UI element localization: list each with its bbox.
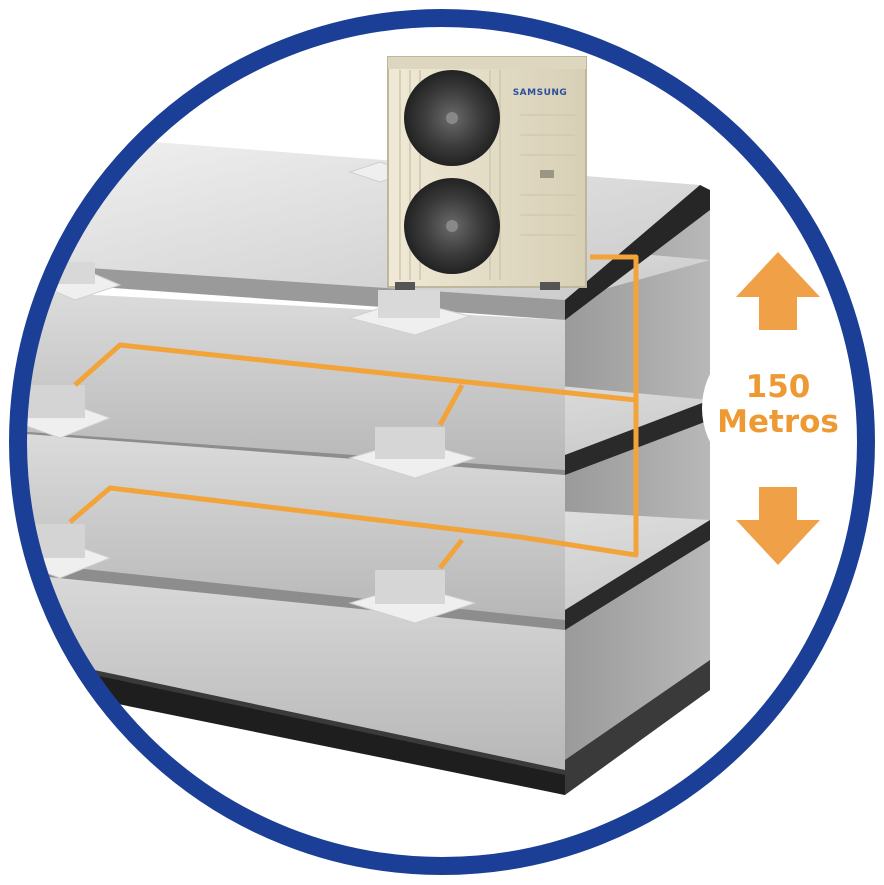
arrow-up-icon bbox=[736, 252, 820, 330]
indoor-unit-roof-center bbox=[348, 290, 472, 336]
arrow-down-icon bbox=[736, 487, 820, 565]
brand-logo: SAMSUNG bbox=[513, 88, 568, 98]
refrigerant-piping bbox=[68, 254, 639, 570]
outdoor-unit-side-panel bbox=[520, 114, 575, 236]
height-value: 150 bbox=[746, 369, 811, 405]
base-slab-edge bbox=[18, 655, 565, 795]
height-arrow: 150 Metros bbox=[702, 252, 854, 565]
roof-edge-right bbox=[565, 185, 710, 320]
frame-ring bbox=[9, 9, 875, 875]
outdoor-unit: SAMSUNG bbox=[387, 56, 587, 290]
indoor-unit-floor2-left bbox=[18, 385, 112, 439]
height-unit: Metros bbox=[717, 404, 839, 440]
outdoor-unit-badge bbox=[540, 170, 554, 178]
building bbox=[18, 140, 710, 795]
indoor-unit-floor2-center bbox=[348, 427, 477, 479]
floor-3-edge-right bbox=[565, 520, 710, 630]
floor-1-face bbox=[18, 290, 565, 470]
height-label-badge bbox=[702, 332, 854, 484]
indoor-unit-floor3-center bbox=[348, 570, 477, 624]
